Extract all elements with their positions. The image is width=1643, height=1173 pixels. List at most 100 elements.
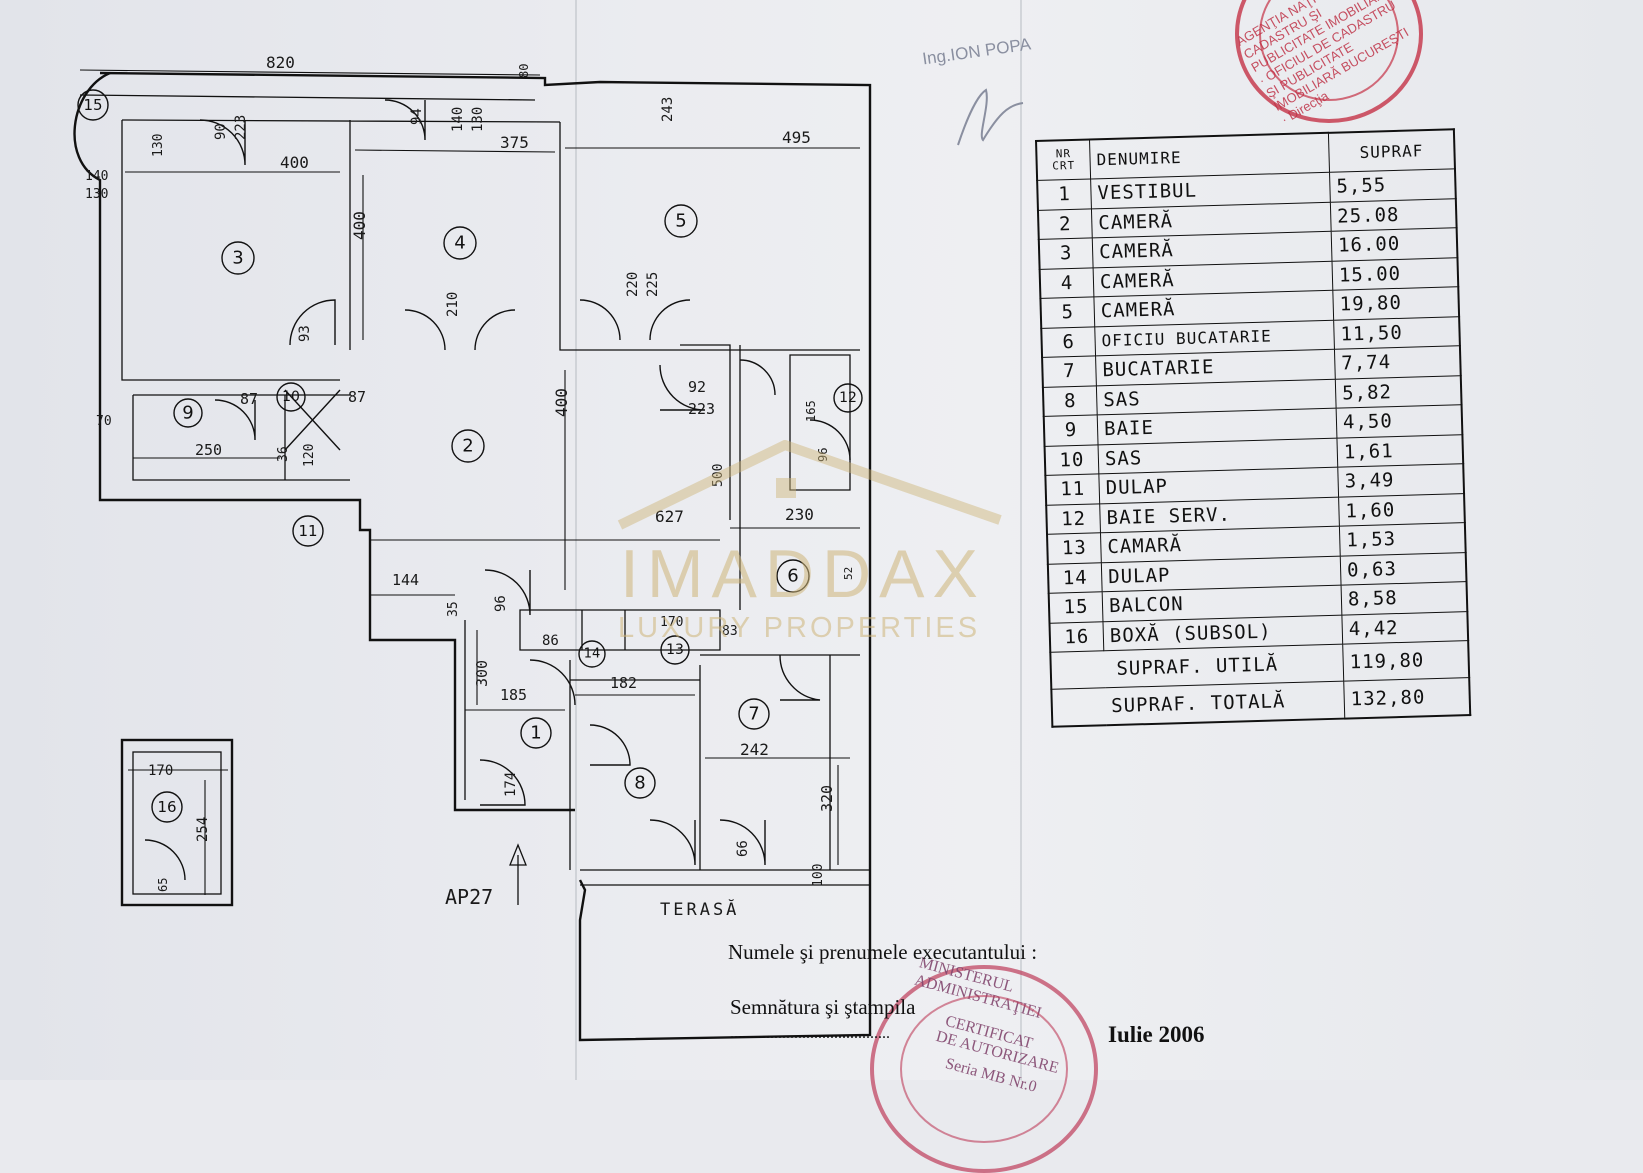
svg-text:7: 7	[748, 704, 759, 725]
svg-text:4: 4	[454, 233, 465, 254]
dim-label: 400	[552, 388, 571, 417]
svg-text:1: 1	[530, 723, 541, 744]
door-swing	[214, 399, 256, 441]
dim-label: 86	[542, 633, 559, 649]
engineer-signature	[957, 88, 1024, 146]
door-swing	[479, 759, 526, 806]
dim-label: 225	[645, 272, 661, 297]
box-inner	[132, 751, 222, 895]
room-12-marker: 12	[833, 383, 863, 413]
balcony-line	[79, 94, 536, 101]
dim-label: 96	[816, 448, 830, 462]
door-swing	[404, 309, 516, 351]
dim-label: 120	[302, 444, 317, 467]
watermark-subtitle: LUXURY PROPERTIES	[618, 612, 981, 644]
dim-label: 185	[500, 686, 527, 704]
box-outer	[120, 738, 234, 907]
outer-wall	[99, 71, 872, 1042]
svg-text:8: 8	[634, 773, 645, 794]
dim-label: 400	[350, 211, 369, 240]
dim-label: 242	[740, 740, 769, 759]
dim-label: 66	[735, 840, 751, 857]
dim-label: 87	[240, 390, 258, 408]
terrace-edge	[580, 869, 870, 886]
svg-text:2: 2	[462, 436, 473, 457]
dim-label: 140	[85, 169, 108, 184]
dim-label: 500	[711, 464, 726, 487]
svg-text:12: 12	[839, 390, 857, 406]
door-swing	[144, 839, 186, 881]
useful-area-value: 119,80	[1342, 640, 1470, 682]
signature-label: Semnătura şi ştampila	[730, 995, 916, 1019]
dim-label: 820	[266, 53, 295, 72]
svg-text:15: 15	[83, 96, 102, 114]
svg-text:6: 6	[787, 566, 798, 587]
dim-label: 94	[409, 108, 425, 125]
dim-label: 495	[782, 128, 811, 147]
executor-label: Numele şi prenumele executantului :	[728, 940, 1038, 964]
dim-line	[79, 69, 541, 76]
total-area-label: SUPRAF. TOTALĂ	[1051, 681, 1345, 727]
dim-label: 250	[195, 441, 222, 459]
dim-label: 52	[842, 567, 855, 580]
room-4-marker: 4	[443, 226, 477, 260]
room-5-marker: 5	[664, 204, 698, 238]
room-11-marker: 11	[292, 515, 324, 547]
svg-text:3: 3	[232, 248, 243, 269]
dim-label: 92	[688, 378, 706, 396]
document-sheet	[0, 0, 1643, 1080]
dim-label: 93	[297, 325, 313, 342]
room-2-marker: 2	[451, 429, 485, 463]
dim-label: 130	[470, 107, 486, 132]
dim-line	[354, 149, 556, 153]
door-swing	[484, 569, 531, 616]
dim-label: 100	[811, 864, 826, 887]
room-13-marker: 13	[660, 635, 690, 665]
header-area: SUPRAF	[1328, 129, 1455, 173]
dim-label: 70	[96, 414, 112, 429]
door-swing	[739, 359, 776, 396]
dim-label: 254	[195, 817, 211, 842]
room-14-marker: 14	[578, 640, 606, 668]
door-swing	[659, 364, 706, 411]
door-swing	[199, 119, 246, 166]
door-swing	[529, 659, 576, 706]
svg-text:10: 10	[282, 389, 300, 405]
total-area-value: 132,80	[1343, 677, 1471, 719]
watermark-roof-icon	[617, 440, 1002, 530]
header-name: DENUMIRE	[1089, 132, 1330, 179]
dim-label: 80	[517, 64, 531, 78]
svg-text:11: 11	[298, 522, 317, 540]
svg-text:16: 16	[157, 798, 176, 816]
storage-walls	[519, 609, 721, 651]
dim-label: 400	[280, 153, 309, 172]
svg-text:14: 14	[584, 647, 601, 662]
dim-label: 223	[688, 400, 715, 418]
room-3-marker: 3	[221, 241, 255, 275]
signature-dots: ........................................	[730, 1025, 890, 1042]
document-date: Iulie 2006	[1108, 1022, 1205, 1047]
room-1-marker: 1	[520, 717, 552, 749]
dim-label: 65	[156, 878, 170, 892]
dim-label: 174	[503, 772, 519, 797]
dim-label: 36	[276, 446, 291, 462]
svg-text:13: 13	[666, 642, 684, 658]
door-swing	[289, 299, 336, 346]
terrace-label: TERASĂ	[660, 898, 739, 920]
door-swing	[809, 419, 851, 461]
dim-label: 90	[213, 123, 229, 140]
room-10-marker: 10	[276, 382, 306, 412]
dim-label: 35	[446, 601, 461, 617]
room-8-marker: 8	[624, 767, 656, 799]
dim-label: 243	[660, 97, 676, 122]
inner-walls	[121, 119, 860, 381]
dim-label: 140	[450, 107, 466, 132]
dim-label: 83	[722, 624, 738, 639]
watermark-brand: IMADDAX	[620, 536, 986, 612]
floor-plan: 3 4 5 2 9 10 11 12 6 14 13 1 7 8 15 16 8…	[73, 53, 872, 1042]
svg-text:5: 5	[675, 211, 686, 232]
apartment-label: AP27	[445, 885, 493, 909]
dim-label: 96	[493, 595, 509, 612]
header-nr: NR CRT	[1036, 139, 1091, 181]
